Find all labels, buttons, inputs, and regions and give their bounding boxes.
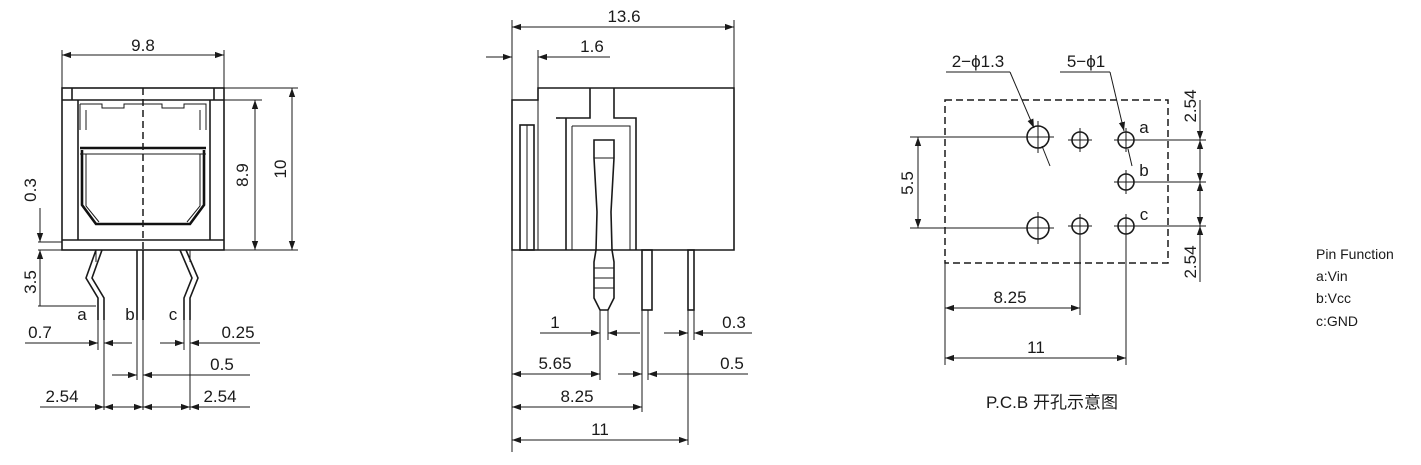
pcb-holes bbox=[1022, 121, 1138, 244]
pcb-pin-b-label: b bbox=[1139, 161, 1148, 180]
dim-step-0-3: 0.3 bbox=[21, 178, 40, 202]
dim-pitch-left-2-54: 2.54 bbox=[45, 387, 78, 406]
dim-pin-length-3-5: 3.5 bbox=[21, 270, 40, 294]
pcb-pin-c-label: c bbox=[1140, 205, 1149, 224]
side-body-outline bbox=[511, 87, 735, 251]
dim-spacing-bottom-2-54: 2.54 bbox=[1181, 245, 1200, 278]
front-pin-b-label: b bbox=[125, 305, 134, 324]
front-pin-a-label: a bbox=[77, 305, 87, 324]
dim-pin-offset-0-7: 0.7 bbox=[28, 323, 52, 342]
side-view: 13.6 1.6 1 0.3 5.65 0.5 8.25 11 bbox=[486, 7, 752, 452]
dim-height-10: 10 bbox=[271, 160, 290, 179]
dim-spacing-top-2-54: 2.54 bbox=[1181, 89, 1200, 122]
dim-11: 11 bbox=[591, 420, 609, 439]
dim-5-65: 5.65 bbox=[538, 354, 571, 373]
optical-pin bbox=[593, 139, 615, 311]
dim-depth-13-6: 13.6 bbox=[607, 7, 640, 26]
pcb-pin-a-label: a bbox=[1139, 118, 1149, 137]
dim-pin-dia-1: 1 bbox=[550, 313, 559, 332]
pin-function-b: b:Vcc bbox=[1316, 290, 1351, 306]
dim-pcb-height-5-5: 5.5 bbox=[898, 171, 917, 195]
pin-function-legend: Pin Function a:Vin b:Vcc c:GND bbox=[1316, 246, 1394, 329]
dim-pcb-11: 11 bbox=[1027, 338, 1045, 357]
pcb-outline bbox=[944, 99, 1169, 264]
pcb-view: 2−ϕ1.3 5−ϕ1 a b c 2.54 2.54 5.5 8.25 11 … bbox=[898, 52, 1206, 412]
dim-inner-height-8-9: 8.9 bbox=[233, 163, 252, 187]
label-small-holes: 5−ϕ1 bbox=[1067, 52, 1105, 71]
dim-pin-w-0-5: 0.5 bbox=[720, 354, 744, 373]
dim-8-25: 8.25 bbox=[560, 387, 593, 406]
dim-pcb-8-25: 8.25 bbox=[993, 288, 1026, 307]
pcb-caption: P.C.B 开孔示意图 bbox=[986, 393, 1118, 412]
dim-pin-width-0-5: 0.5 bbox=[210, 355, 234, 374]
dim-offset-1-6: 1.6 bbox=[580, 37, 604, 56]
dim-pin-thk-0-3: 0.3 bbox=[722, 313, 746, 332]
pin-function-c: c:GND bbox=[1316, 313, 1358, 329]
dim-width-9-8: 9.8 bbox=[131, 36, 155, 55]
front-view: 9.8 8.9 10 0.3 3.5 a b c 0.7 bbox=[21, 36, 298, 411]
dim-pin-thickness-0-25: 0.25 bbox=[221, 323, 254, 342]
label-big-holes: 2−ϕ1.3 bbox=[952, 52, 1005, 71]
dim-pitch-right-2-54: 2.54 bbox=[203, 387, 236, 406]
front-pins bbox=[85, 249, 199, 320]
front-pin-c-label: c bbox=[169, 305, 178, 324]
pin-function-title: Pin Function bbox=[1316, 246, 1394, 262]
pin-function-a: a:Vin bbox=[1316, 268, 1348, 284]
